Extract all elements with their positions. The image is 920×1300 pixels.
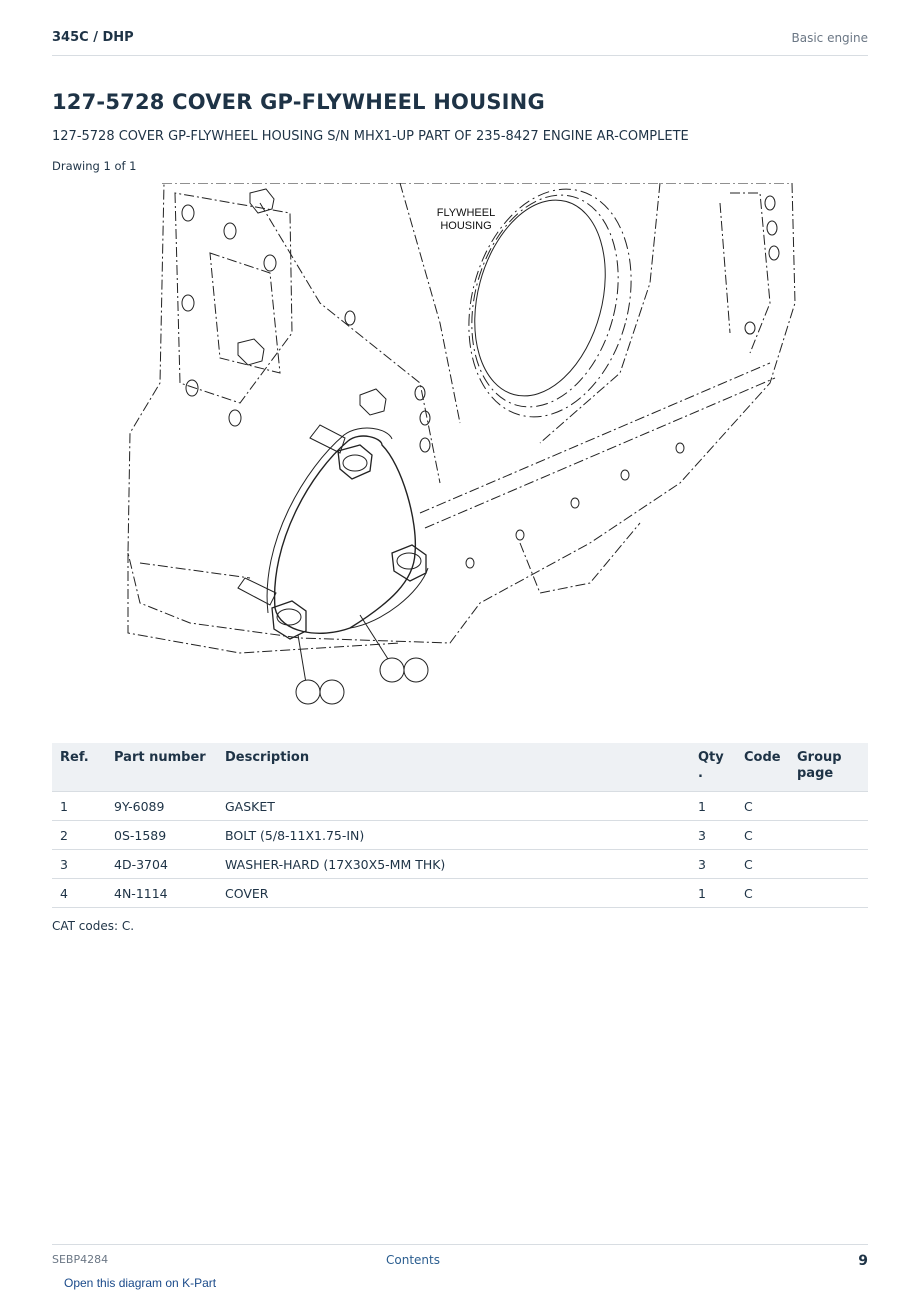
col-header-ref: Ref. xyxy=(52,743,106,792)
parts-diagram: FLYWHEEL HOUSING xyxy=(127,183,796,705)
cell-code: C xyxy=(736,820,789,850)
col-header-qty: Qty . xyxy=(690,743,736,792)
contents-link[interactable]: Contents xyxy=(386,1253,440,1267)
cell-group-page xyxy=(789,820,868,850)
engine-block-outline xyxy=(127,183,796,654)
cell-qty: 1 xyxy=(690,791,736,821)
cell-part-number: 4D-3704 xyxy=(106,849,217,879)
page-title: 127-5728 COVER GP-FLYWHEEL HOUSING xyxy=(52,90,545,114)
bolt-top xyxy=(309,424,373,480)
col-header-code: Code xyxy=(736,743,789,792)
document-id: SEBP4284 xyxy=(52,1253,109,1266)
col-header-description: Description xyxy=(217,743,690,792)
open-kpart-link[interactable]: Open this diagram on K-Part xyxy=(64,1276,217,1290)
cell-part-number: 4N-1114 xyxy=(106,878,217,908)
cell-ref: 4 xyxy=(52,878,106,908)
drawing-counter: Drawing 1 of 1 xyxy=(52,159,137,173)
col-header-part-number: Part number xyxy=(106,743,217,792)
flywheel-bore xyxy=(468,188,632,418)
table-row: 1 9Y-6089 GASKET 1 C xyxy=(52,791,868,821)
cell-part-number: 9Y-6089 xyxy=(106,791,217,821)
cell-qty: 3 xyxy=(690,820,736,850)
bolt-bottom xyxy=(237,577,307,640)
parts-table: Ref. Part number Description Qty . Code … xyxy=(52,743,868,908)
table-row: 3 4D-3704 WASHER-HARD (17X30X5-MM THK) 3… xyxy=(52,849,868,879)
section-name: Basic engine xyxy=(791,31,868,45)
page-subtitle: 127-5728 COVER GP-FLYWHEEL HOUSING S/N M… xyxy=(52,129,689,144)
model-breadcrumb: 345C / DHP xyxy=(52,30,134,45)
cell-code: C xyxy=(736,849,789,879)
diagram-label-flywheel: FLYWHEEL xyxy=(437,207,495,219)
cell-code: C xyxy=(736,878,789,908)
callout-balloons xyxy=(295,657,429,705)
cell-ref: 1 xyxy=(52,791,106,821)
cell-part-number: 0S-1589 xyxy=(106,820,217,850)
cell-group-page xyxy=(789,878,868,908)
col-header-group-page: Group page xyxy=(789,743,868,792)
cat-codes-note: CAT codes: C. xyxy=(52,919,135,933)
page-number: 9 xyxy=(858,1253,868,1269)
table-header-row: Ref. Part number Description Qty . Code … xyxy=(52,743,868,792)
callout-leaders xyxy=(297,614,389,684)
access-cover xyxy=(266,427,429,634)
page-footer: SEBP4284 Contents 9 xyxy=(52,1244,868,1269)
cell-ref: 3 xyxy=(52,849,106,879)
table-row: 2 0S-1589 BOLT (5/8-11X1.75-IN) 3 C xyxy=(52,820,868,850)
housing-holes xyxy=(181,195,780,569)
cell-qty: 1 xyxy=(690,878,736,908)
cell-description: COVER xyxy=(217,878,690,908)
cell-code: C xyxy=(736,791,789,821)
page-header: 345C / DHP Basic engine xyxy=(52,28,868,56)
cell-qty: 3 xyxy=(690,849,736,879)
cell-group-page xyxy=(789,849,868,879)
cell-description: GASKET xyxy=(217,791,690,821)
diagram-label-housing: HOUSING xyxy=(440,220,491,232)
cell-group-page xyxy=(789,791,868,821)
bolt-right xyxy=(391,544,427,582)
block-bolts xyxy=(237,188,387,416)
table-row: 4 4N-1114 COVER 1 C xyxy=(52,878,868,908)
cell-description: WASHER-HARD (17X30X5-MM THK) xyxy=(217,849,690,879)
cell-description: BOLT (5/8-11X1.75-IN) xyxy=(217,820,690,850)
cell-ref: 2 xyxy=(52,820,106,850)
